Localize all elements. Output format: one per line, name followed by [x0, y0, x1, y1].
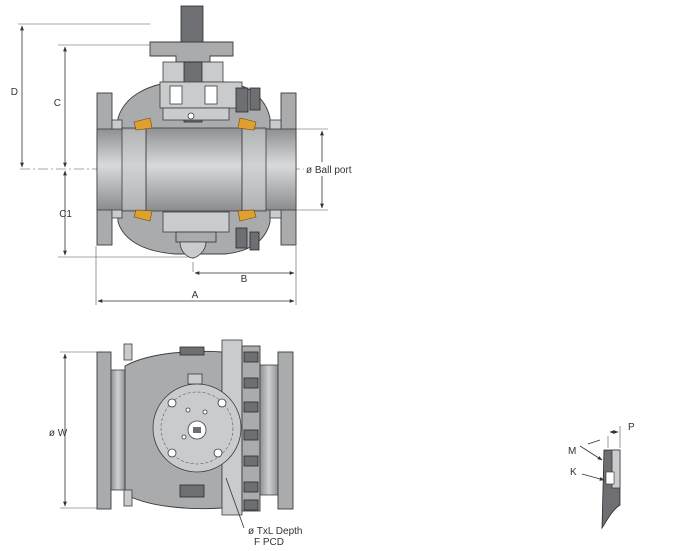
- seat-insert-bottom-right: [237, 209, 257, 222]
- side-left-flange: [96, 351, 112, 510]
- stem-detail: P M K: [568, 422, 635, 530]
- stem-detail-flat: [611, 449, 621, 489]
- lower-trunnion: [162, 211, 230, 233]
- lower-trunnion-cap: [175, 231, 217, 243]
- label-C1: C1: [59, 209, 72, 220]
- side-top-vent: [123, 343, 133, 361]
- upper-bolt-left: [235, 87, 249, 113]
- gland-packing-left: [169, 85, 183, 105]
- label-W: ø W: [49, 428, 68, 439]
- stem: [180, 5, 204, 45]
- label-P: P: [628, 422, 635, 433]
- label-ball-port: ø Ball port: [306, 165, 352, 176]
- side-top-lug: [179, 346, 205, 356]
- label-C: C: [54, 98, 61, 109]
- side-bonnet-bolts: [243, 351, 259, 511]
- gland-packing-right: [204, 85, 218, 105]
- label-B: B: [241, 274, 248, 285]
- upper-bolt-right: [249, 87, 261, 111]
- stem-key: [193, 427, 201, 433]
- seat-insert-bottom-left: [133, 209, 153, 222]
- section-view: D C C1 ø Ball port B A: [11, 5, 356, 305]
- stem-detail-key: [605, 471, 615, 485]
- seat-insert-top-left: [133, 117, 153, 131]
- side-view: ø W ø TxL Depth F PCD: [49, 339, 302, 548]
- dim-M: [579, 445, 603, 461]
- side-bottom-vent: [123, 489, 133, 507]
- side-right-flange: [277, 351, 294, 510]
- dim-K: [581, 473, 605, 481]
- pad-hole-2: [217, 398, 227, 408]
- stem-pin: [187, 112, 195, 120]
- seat-insert-top-right: [237, 117, 257, 131]
- tapping-leader: [225, 477, 245, 529]
- ball: [145, 127, 243, 212]
- ball-port-label-bg: [304, 162, 356, 176]
- pad-hole-1: [167, 398, 177, 408]
- pcd-circle: [160, 391, 234, 465]
- pad-hole-3: [167, 448, 177, 458]
- left-seat-ring: [121, 127, 147, 212]
- side-left-hub: [110, 369, 126, 491]
- top-mounting-flange: [149, 41, 234, 63]
- pad-hole-4: [213, 448, 223, 458]
- pad-small-hole-1: [185, 407, 191, 413]
- label-M: M: [568, 446, 576, 457]
- upper-trunnion: [162, 107, 230, 121]
- side-upper-nozzle: [187, 373, 203, 385]
- drain-plug: [179, 241, 207, 259]
- side-right-hub: [259, 364, 279, 496]
- label-A: A: [192, 290, 199, 301]
- side-bottom-lug: [179, 484, 205, 498]
- label-pcd: F PCD: [254, 537, 284, 548]
- label-K: K: [570, 467, 577, 478]
- label-D: D: [11, 87, 18, 98]
- dim-M-tick: [587, 439, 601, 445]
- pad-small-hole-2: [202, 409, 208, 415]
- pad-small-hole-3: [181, 434, 187, 440]
- lower-bolt-right: [249, 231, 260, 251]
- label-tapping: ø TxL Depth: [248, 526, 302, 537]
- lower-bolt-left: [235, 227, 248, 249]
- right-seat-ring: [241, 127, 267, 212]
